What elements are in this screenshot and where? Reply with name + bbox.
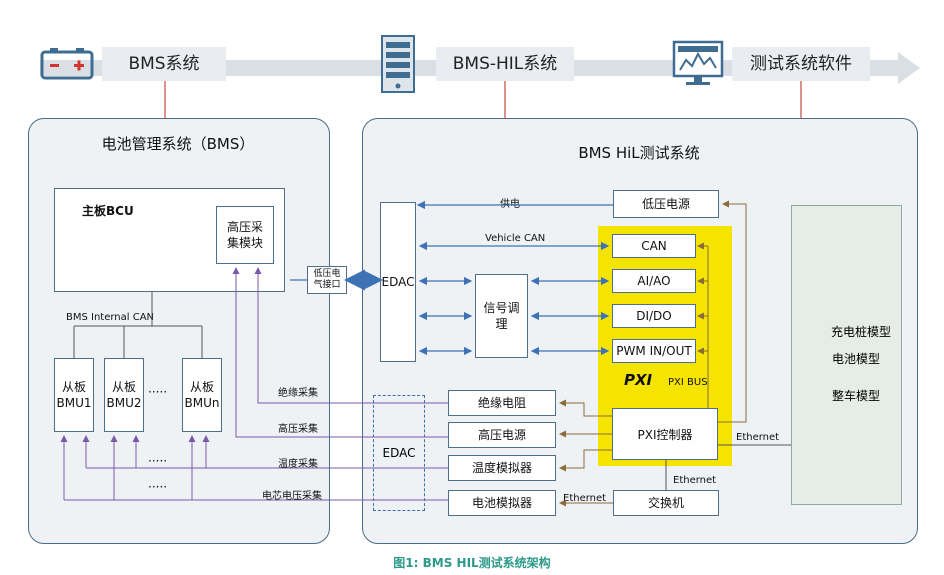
test-software-label: 测试系统软件 [732, 47, 870, 81]
temp-ellipsis: ····· [148, 454, 168, 468]
pxi-logo: PXI [624, 371, 653, 389]
figure-caption: 图1: BMS HIL测试系统架构 [393, 556, 551, 570]
ethernet-label-switch-simulator: Ethernet [563, 493, 607, 504]
ethernet-label-controller-switch: Ethernet [673, 475, 717, 486]
low-voltage-power: 低压电源 [613, 190, 719, 218]
hv-acquisition-module: 高压采集模块 [216, 206, 274, 264]
pxi-bus-label: PXI BUS [668, 377, 708, 388]
edac-bottom-label: EDAC [382, 446, 416, 460]
bms-panel-title: 电池管理系统（BMS） [101, 135, 255, 153]
bmu1-box: 从板BMU1 [54, 358, 94, 432]
network-switch: 交换机 [613, 490, 719, 516]
charging-pile-model: 充电桩模型 [830, 325, 891, 339]
pxi-can: CAN [612, 234, 696, 258]
battery-simulator: 电池模拟器 [448, 490, 556, 516]
vehicle-can-label: Vehicle CAN [485, 233, 546, 244]
bmu-ellipsis: ····· [148, 385, 168, 399]
hv-power: 高压电源 [448, 422, 556, 448]
signal-conditioning: 信号调理 [475, 274, 528, 358]
battery-icon [40, 48, 94, 80]
pxi-pwm: PWM IN/OUT [612, 339, 696, 363]
insulation-sampling-label: 绝缘采集 [278, 388, 318, 399]
cell-voltage-sampling-label: 电芯电压采集 [262, 491, 322, 502]
pxi-controller: PXI控制器 [612, 408, 718, 460]
edac-bottom: EDAC [373, 395, 425, 511]
models-box [791, 205, 902, 505]
hv-sampling-label: 高压采集 [278, 424, 318, 435]
server-icon [378, 34, 418, 94]
cell-ellipsis: ····· [148, 480, 168, 494]
bmu2-box: 从板BMU2 [104, 358, 144, 432]
hil-panel-title: BMS HiL测试系统 [578, 144, 700, 162]
internal-can-label: BMS Internal CAN [66, 312, 155, 323]
battery-model: 电池模型 [831, 352, 880, 366]
bms-system-label: BMS系统 [102, 47, 226, 81]
monitor-icon [672, 40, 724, 88]
bmun-box: 从板BMUn [182, 358, 222, 432]
pxi-aiao: AI/AO [612, 269, 696, 293]
temp-sampling-label: 温度采集 [278, 459, 318, 470]
vehicle-model: 整车模型 [831, 389, 880, 403]
bms-hil-system-label: BMS-HIL系统 [436, 47, 574, 81]
ethernet-label-controller-models: Ethernet [736, 432, 780, 443]
edac-top: EDAC [380, 202, 416, 362]
pxi-dido: DI/DO [612, 304, 696, 328]
bcu-title: 主板BCU [82, 204, 134, 218]
temp-simulator: 温度模拟器 [448, 455, 556, 481]
low-voltage-connector: 低压电气接口 [307, 266, 347, 294]
insulation-resistance: 绝缘电阻 [448, 390, 556, 416]
top-arrow-head [898, 52, 920, 84]
